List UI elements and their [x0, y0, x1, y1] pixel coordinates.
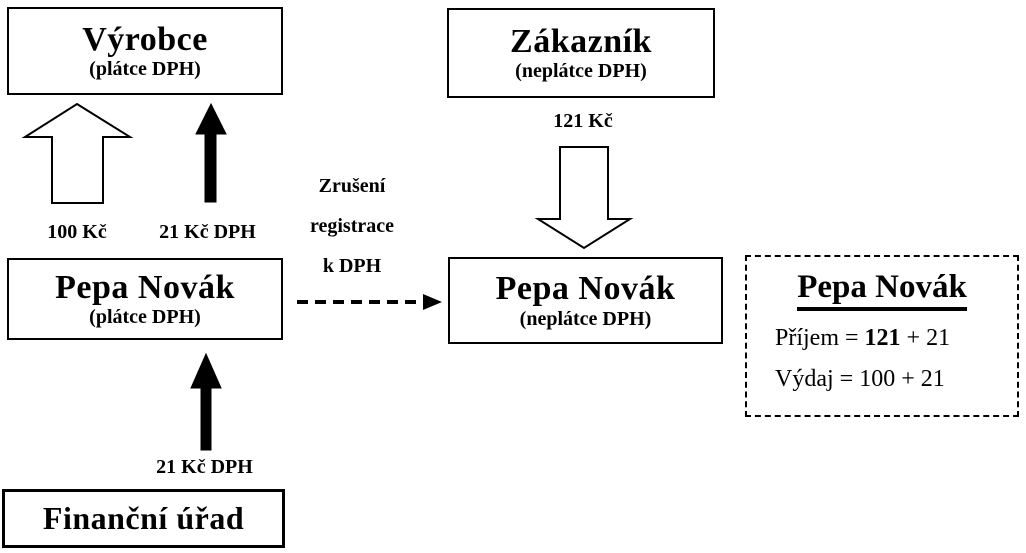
box-financni-urad: Finanční úřad — [2, 489, 285, 548]
summary-title: Pepa Novák — [747, 269, 1017, 311]
arrow-dashed-deregistration-head — [423, 294, 442, 310]
box-vyrobce-title: Výrobce — [82, 20, 208, 58]
summary-box: Pepa Novák Příjem = 121 + 21 Výdaj = 100… — [745, 255, 1019, 417]
summary-income-prefix: Příjem = — [775, 325, 865, 351]
arrow-up-21kc-finance — [190, 352, 222, 451]
box-pepa-novak-neplatce: Pepa Novák (neplátce DPH) — [448, 257, 723, 344]
box-vyrobce: Výrobce (plátce DPH) — [7, 7, 283, 95]
arrow-down-121kc — [534, 146, 634, 250]
summary-title-text: Pepa Novák — [797, 269, 967, 311]
label-deregistration-line2: registrace — [309, 215, 395, 237]
box-pepa-novak-platce-title: Pepa Novák — [55, 268, 235, 306]
label-vat-to-vyrobce: 21 Kč DPH — [159, 221, 256, 243]
label-vat-to-finance: 21 Kč DPH — [156, 456, 253, 478]
arrow-up-100kc — [21, 102, 134, 204]
box-vyrobce-subtitle: (plátce DPH) — [89, 58, 201, 81]
label-price-gross: 121 Kč — [553, 110, 613, 132]
box-zakaznik: Zákazník (neplátce DPH) — [447, 8, 715, 98]
label-deregistration: Zrušení registrace k DPH — [287, 166, 417, 286]
box-pepa-novak-platce: Pepa Novák (plátce DPH) — [7, 258, 283, 340]
label-deregistration-line3: k DPH — [322, 255, 382, 277]
box-zakaznik-title: Zákazník — [510, 22, 652, 60]
box-pepa-novak-neplatce-subtitle: (neplátce DPH) — [519, 307, 652, 330]
summary-income-line: Příjem = 121 + 21 — [775, 325, 1017, 352]
arrow-up-21kc-vat — [195, 102, 227, 203]
label-deregistration-line1: Zrušení — [318, 175, 386, 197]
box-pepa-novak-platce-subtitle: (plátce DPH) — [89, 306, 201, 329]
summary-income-suffix: + 21 — [900, 325, 951, 351]
box-financni-urad-title: Finanční úřad — [42, 499, 245, 536]
label-price-net: 100 Kč — [47, 221, 107, 243]
summary-expense-line: Výdaj = 100 + 21 — [775, 366, 945, 392]
box-pepa-novak-neplatce-title: Pepa Novák — [495, 270, 676, 308]
summary-income-bold-value: 121 — [864, 325, 901, 351]
box-zakaznik-subtitle: (neplátce DPH) — [515, 60, 647, 83]
